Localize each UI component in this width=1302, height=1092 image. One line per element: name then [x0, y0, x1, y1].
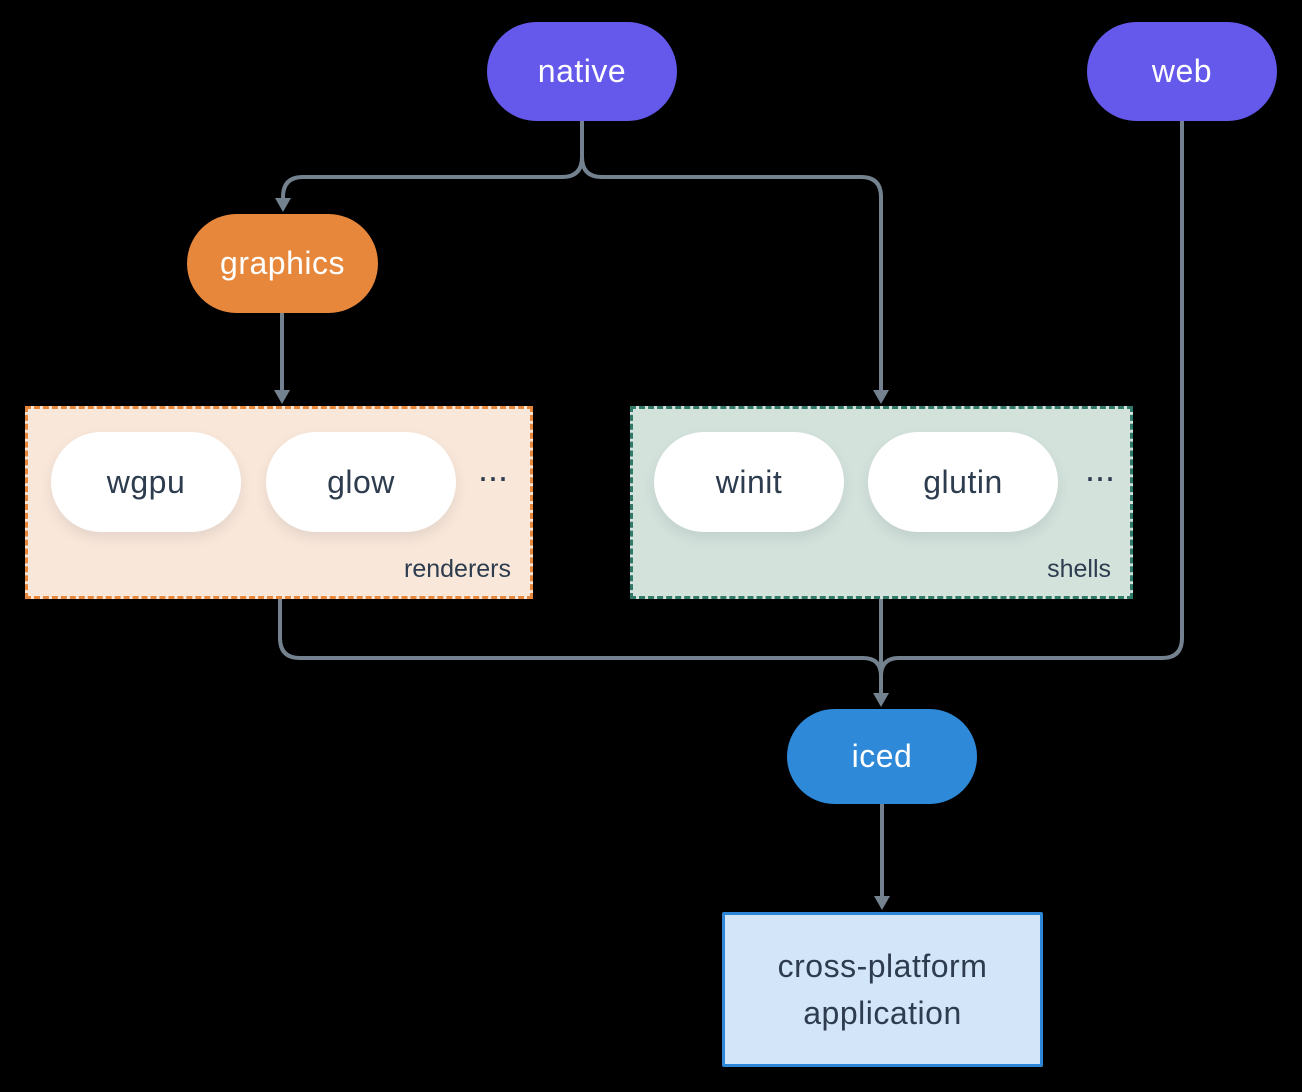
node-native-label: native	[537, 53, 627, 89]
connector-renderers-to-merge	[278, 599, 883, 677]
node-graphics-label: graphics	[220, 245, 345, 281]
node-native: native	[487, 22, 677, 121]
node-glow-label: glow	[327, 463, 395, 500]
node-web-label: web	[1151, 53, 1213, 89]
node-glutin-label: glutin	[923, 463, 1003, 500]
node-graphics: graphics	[187, 214, 378, 313]
arrowhead-application	[874, 896, 890, 910]
application-label-line1: cross-platform	[777, 947, 988, 984]
arrowhead-renderers	[274, 390, 290, 404]
shells-ellipsis: ...	[1085, 448, 1116, 489]
node-application: cross-platform application	[722, 912, 1043, 1067]
node-iced-label: iced	[851, 738, 913, 774]
node-iced: iced	[787, 709, 977, 804]
renderers-group-label: renderers	[404, 555, 511, 583]
node-winit-label: winit	[715, 463, 783, 500]
node-winit: winit	[654, 432, 844, 532]
node-web: web	[1087, 22, 1277, 121]
renderers-ellipsis: ...	[478, 448, 509, 489]
node-glow: glow	[266, 432, 456, 532]
arrowhead-graphics	[275, 198, 291, 212]
group-shells: winit glutin ... shells	[630, 406, 1133, 599]
node-glutin: glutin	[868, 432, 1058, 532]
group-renderers: wgpu glow ... renderers	[25, 406, 533, 599]
arrowhead-shells	[873, 390, 889, 404]
connector-native-to-shells	[580, 121, 883, 390]
node-wgpu: wgpu	[51, 432, 241, 532]
arrowhead-iced	[873, 693, 889, 707]
shells-group-label: shells	[1047, 555, 1111, 583]
node-wgpu-label: wgpu	[106, 463, 186, 500]
connector-native-to-graphics	[281, 121, 584, 198]
application-label-line2: application	[803, 994, 962, 1031]
